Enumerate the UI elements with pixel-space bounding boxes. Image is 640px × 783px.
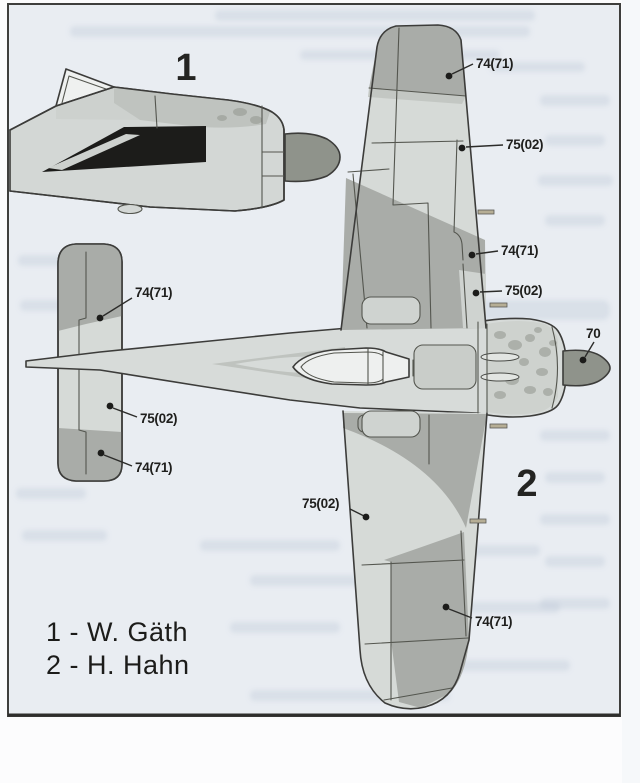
side-canopy-frame [61,75,107,104]
top-view-spinner [562,349,611,387]
wing-bottom-dark-outboard [384,532,469,708]
paint-code-callouts: 74(71) 75(02) 74(71) 75(02) 70 74(71) 75… [96,56,601,629]
wing-root-panel-bottom [361,410,421,438]
chevron-separator [48,134,140,170]
fuselage-side-view [9,68,341,215]
cowl-base [487,321,558,415]
tailplane-dark-bottom [58,428,122,481]
callout-tailplane-bottom: 74(71) [97,449,173,475]
wing-top-outline [340,24,487,331]
wing-top-dark-inboard [341,178,486,330]
side-fuselage-outline [9,86,285,212]
legend-line-2: 2 - H. Hahn [46,650,190,680]
callout-wing-top-root: 74(71) [468,243,539,259]
wing-top-dark-tip [369,25,466,96]
callout-label: 74(71) [135,285,172,300]
wing-bottom-dark-root [343,413,487,528]
callout-dot [458,144,466,152]
pilot-legend: 1 - W. Gäth 2 - H. Hahn [46,617,190,680]
bottom-page-margin [0,719,640,783]
callout-tailplane-mid: 75(02) [106,402,178,426]
callout-label: 75(02) [140,411,177,426]
wing-bottom [342,410,488,710]
callout-dot [362,513,370,521]
side-spine-camo-light [56,87,140,120]
callout-dot [579,356,587,364]
callout-label: 75(02) [302,496,339,511]
legend-line-1: 1 - W. Gäth [46,617,188,647]
wing-top-panel-lines [347,27,468,329]
aircraft-top-view [25,24,611,710]
side-mottle [233,108,247,116]
wing-gun-barrels [469,209,508,524]
tailplane-dark-top [58,244,122,331]
side-spine-camo-dark [114,87,270,128]
wing-root-panel-top [361,296,421,325]
wing-bottom-outline [342,410,488,710]
fuselage-panel-line [154,95,158,129]
wing-bottom-panel-lines [361,414,469,701]
callout-dot [472,289,480,297]
callout-label: 74(71) [501,243,538,258]
engine-cowling [477,321,559,415]
callout-spinner: 70 [579,326,601,364]
callout-dot [442,603,450,611]
side-view-number: 1 [175,47,196,89]
top-view-number: 2 [516,463,537,505]
callout-dot [106,402,114,410]
fuselage-deck-panel [413,344,477,390]
right-page-margin [622,0,640,783]
callout-label: 70 [586,326,600,341]
side-spinner [284,132,341,183]
callout-label: 75(02) [505,283,542,298]
callout-wing-root-lower: 75(02) [472,283,543,298]
canopy-frame-bars [367,348,414,385]
canopy-top-view [292,347,414,386]
callout-label: 74(71) [135,460,172,475]
callout-dot [445,72,453,80]
callout-tailplane-top: 74(71) [96,285,173,322]
side-mottle [217,115,227,121]
callout-wing-bottom-mid: 75(02) [302,496,370,521]
cowl-panel-lines [477,321,559,414]
elevator-hinge-line [78,251,87,475]
belly-fairing [117,203,143,215]
gun-trough [480,352,520,362]
callout-label: 74(71) [476,56,513,71]
callout-wingtip-top: 74(71) [445,56,514,80]
callout-label: 74(71) [475,614,512,629]
callout-wing-bottom-tip: 74(71) [442,603,513,629]
callout-dot [97,449,105,457]
canopy-inner-frame [300,351,384,384]
callout-dot [96,314,104,322]
callout-label: 75(02) [506,137,543,152]
canopy-glazing [292,347,410,386]
callout-dot [468,251,476,259]
callout-wing-top-mid: 75(02) [458,137,544,152]
wing-top-camo-transition [368,88,466,104]
side-mottle [250,116,262,124]
tailplane-outline-stroke [57,243,123,482]
gun-trough [480,372,520,382]
wing-top [340,24,487,331]
